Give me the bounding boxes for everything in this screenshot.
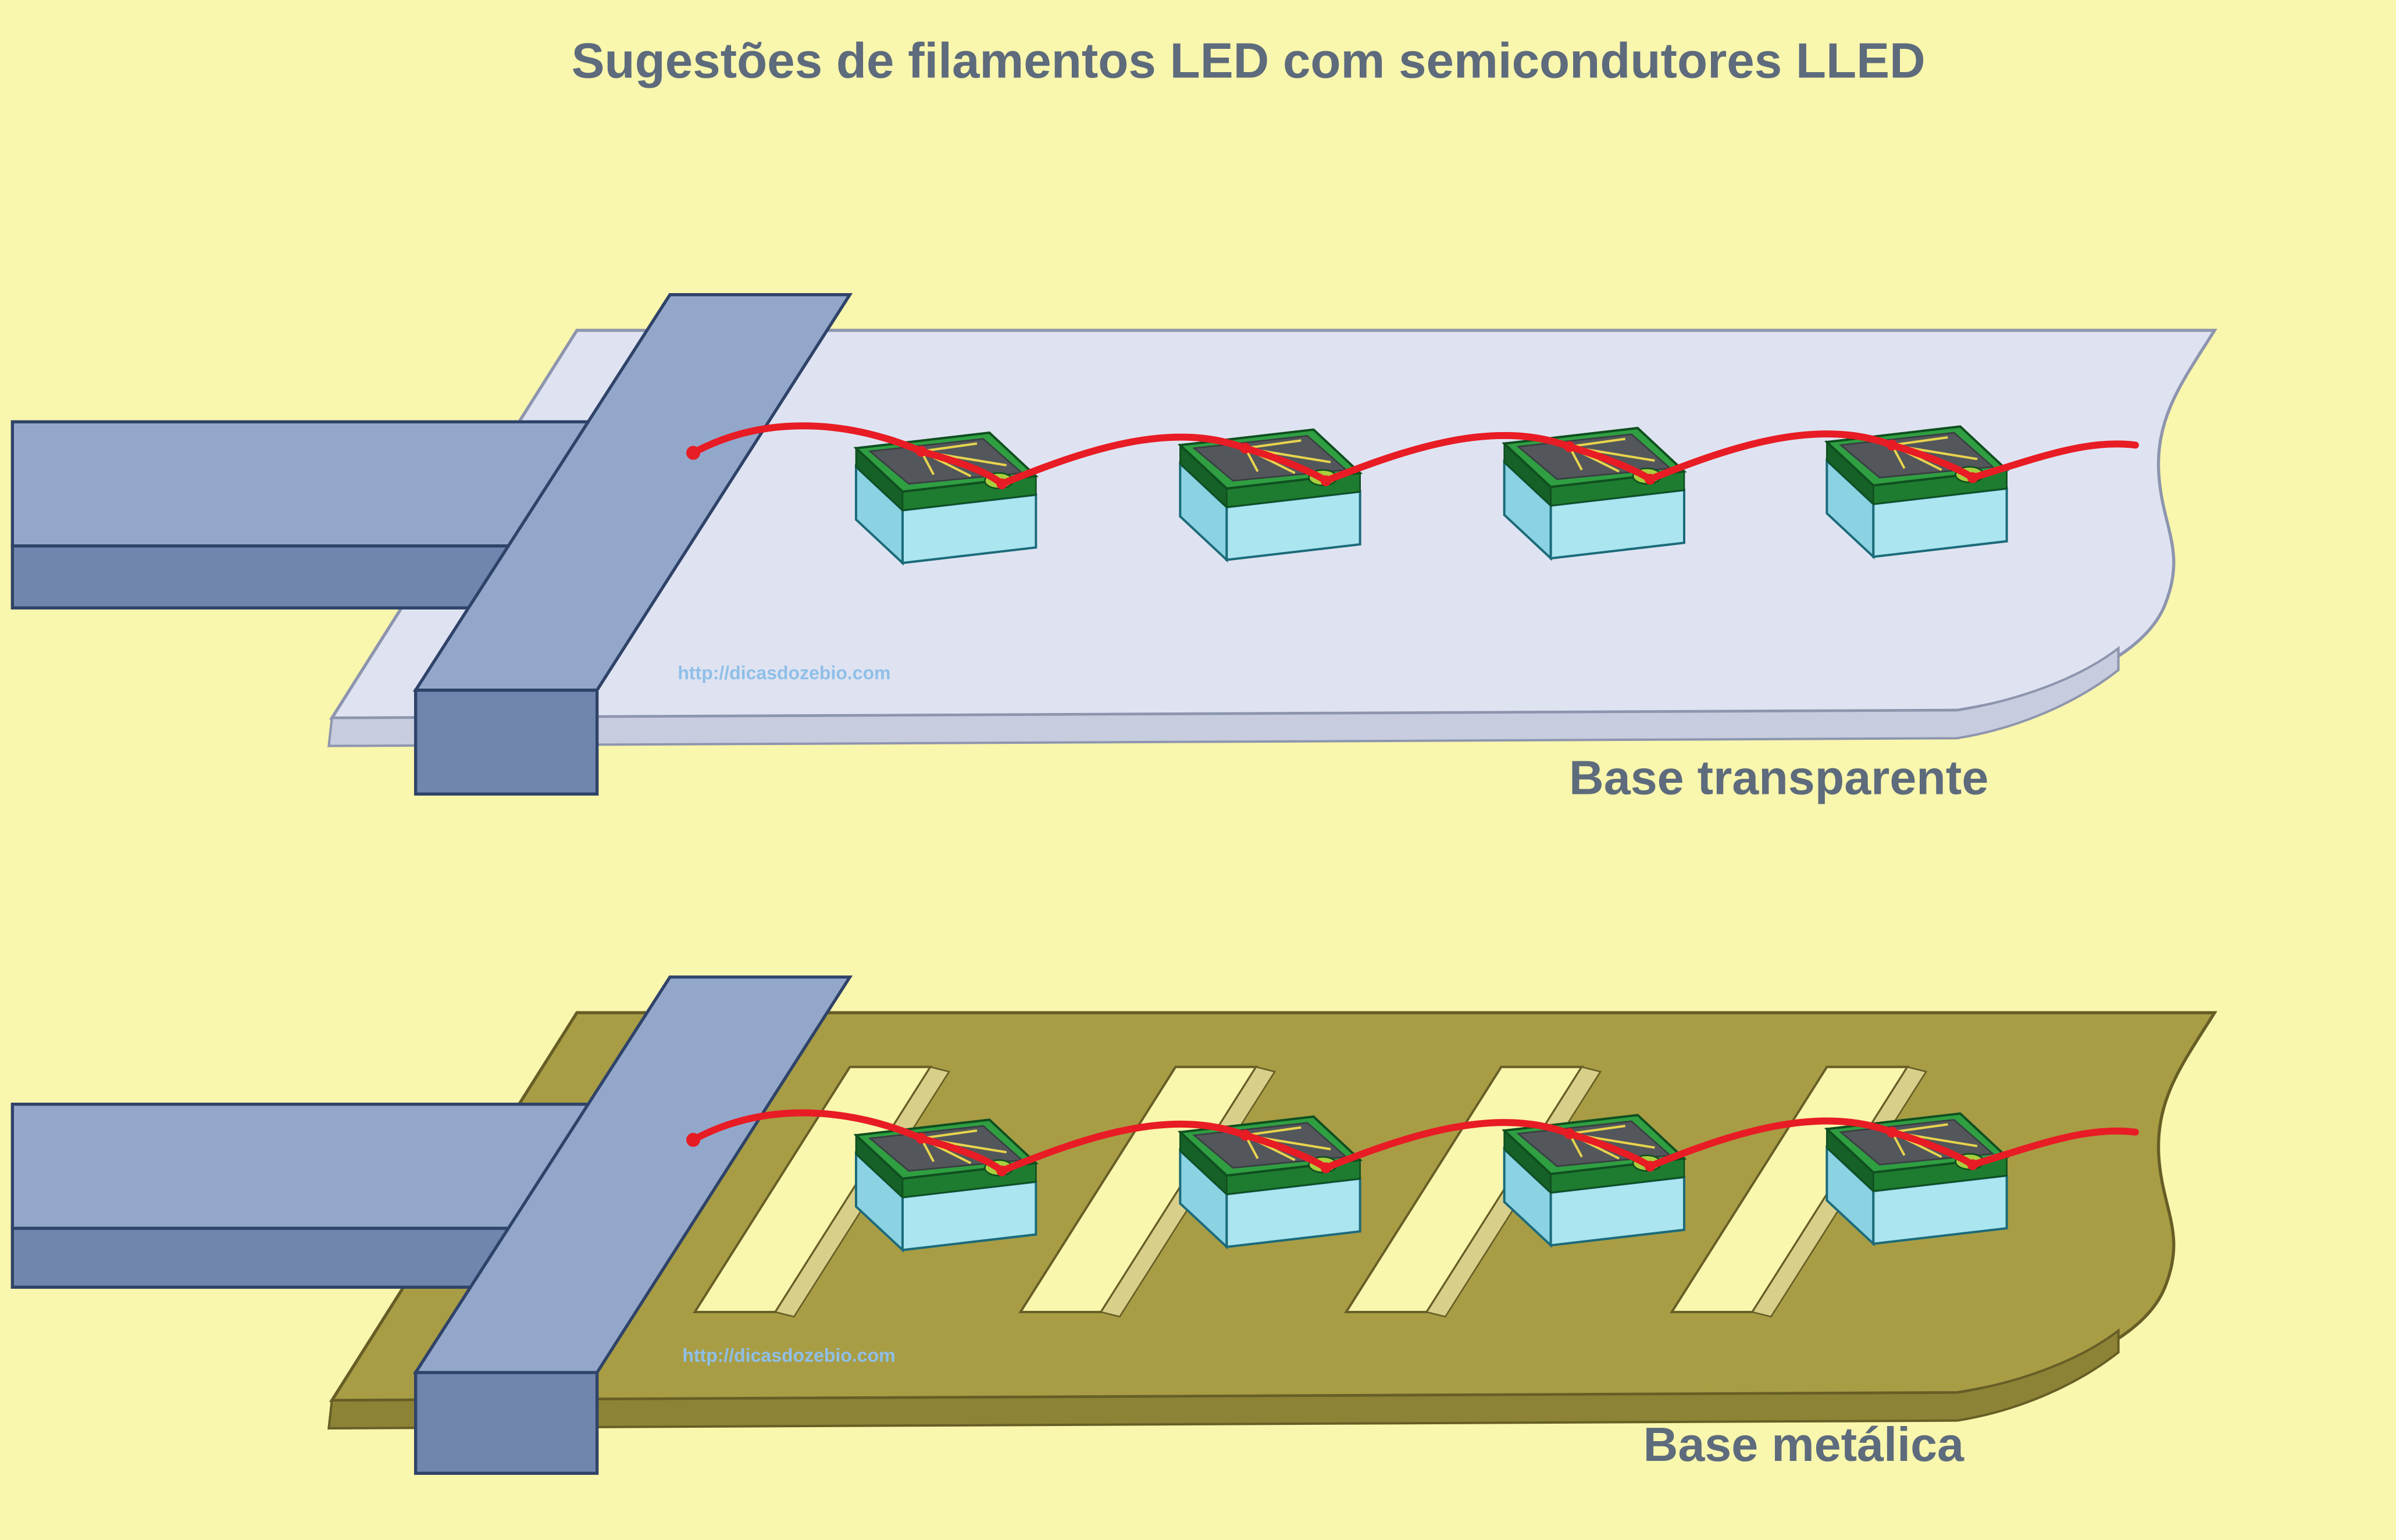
wire-bond-dot [1240,443,1251,454]
bond-wire-bottom-strip [686,1109,2139,1175]
bond-wire [690,422,2139,488]
connector-bar-top-face [412,975,853,1374]
led-chip [1179,1115,1361,1248]
diagram-title: Sugestões de filamentos LED com semicond… [572,33,1926,88]
wire-start-dot [686,445,700,460]
connector-arm-top-face [10,420,593,548]
led-chip [855,432,1037,564]
connector-terminal [10,293,853,796]
led-chip [1503,1114,1685,1247]
led-chip [1825,425,2008,558]
connector-bar-top-face [412,293,853,692]
watermark: http://dicasdozebio.com [682,1345,895,1366]
led-chip [1825,1112,2008,1245]
wire-bond-dot [915,445,927,457]
led-chip [1179,428,1361,561]
wire-bond-dot [1887,440,1898,451]
metallic-base-section: http://dicasdozebio.com Base metálica [10,975,2217,1475]
label-base-transparente: Base transparente [1569,750,1988,804]
bond-wire [690,1109,2139,1175]
connector-arm-front-face [10,1227,512,1289]
connector-arm-front-face [10,544,512,609]
bond-wire-top-strip [686,422,2139,488]
wire-start-dot [686,1133,700,1147]
led-chip [1503,427,1685,559]
led-chip [855,1118,1037,1252]
label-base-metalica: Base metálica [1643,1417,1964,1471]
watermark: http://dicasdozebio.com [678,662,890,683]
transparent-base-section: http://dicasdozebio.com Base transparent… [10,293,2217,804]
metal-strip-front-face [327,1328,2120,1430]
connector-terminal [10,975,853,1475]
wire-bond-dot [915,1133,927,1144]
connector-bar-end-face [414,689,599,796]
wire-bond-dot [1240,1129,1251,1141]
wire-bond-dot [1564,441,1575,452]
wire-bond-dot [1887,1127,1898,1138]
connector-bar-end-face [414,1371,599,1475]
transparent-strip-front-face [327,646,2120,747]
wire-bond-dot [1564,1128,1575,1139]
connector-arm-top-face [10,1103,593,1230]
